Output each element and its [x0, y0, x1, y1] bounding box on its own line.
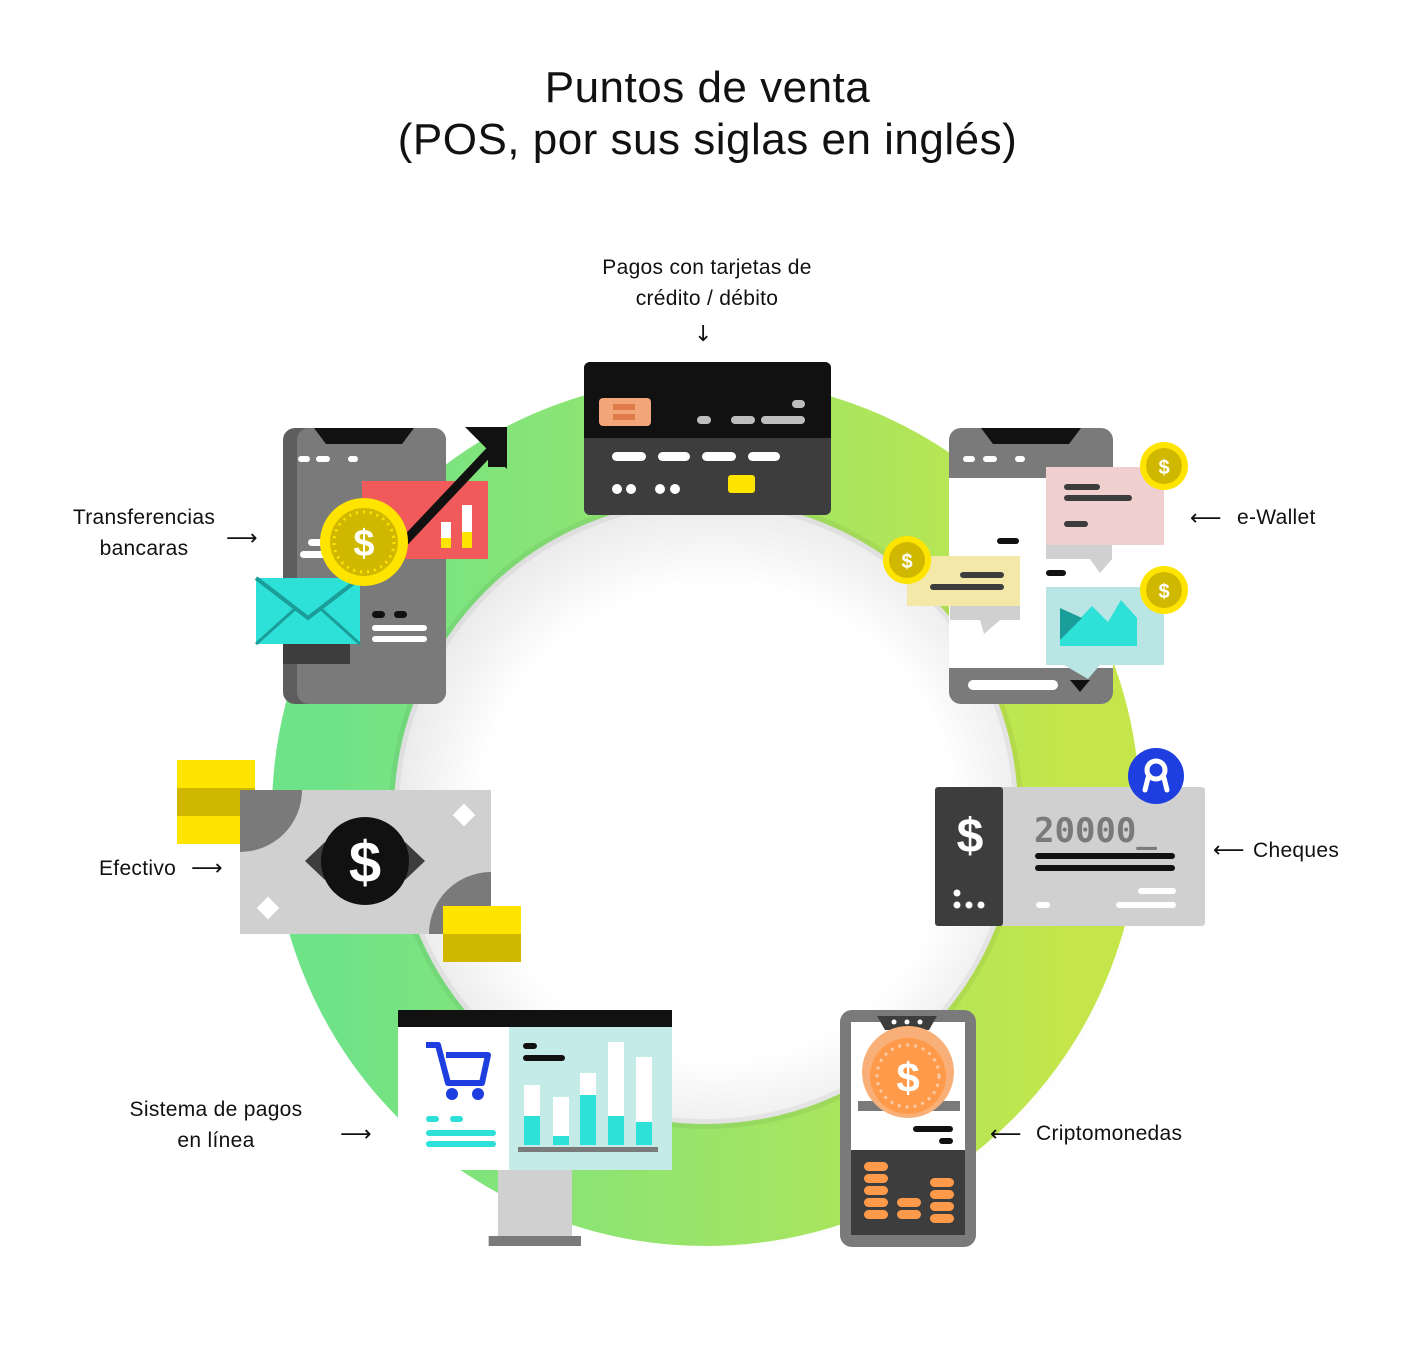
label-bank-transfers: Transferencias bancaras: [52, 502, 236, 564]
label-crypto: Criptomonedas: [1036, 1122, 1183, 1145]
title-line-1: Puntos de venta: [544, 63, 871, 112]
coin-dollar-glyph: $: [901, 551, 912, 573]
coin-icon: $: [320, 498, 408, 586]
label-card-payments-line-1: Pagos con tarjetas de: [602, 256, 812, 279]
label-bank-transfers-line-1: Transferencias: [72, 506, 216, 529]
cart-icon: [426, 1042, 491, 1100]
crypto-dollar-glyph: $: [896, 1054, 919, 1101]
monitor-cart-icon: [398, 1010, 672, 1246]
cheque-dollar-glyph: $: [957, 810, 984, 863]
coin-dollar-glyph: $: [1158, 581, 1169, 603]
page-title: Puntos de venta (POS, por sus siglas en …: [0, 62, 1415, 166]
coin-icon: $: [883, 536, 931, 584]
label-cheques: Cheques: [1253, 839, 1340, 862]
label-online-payments-line-2: en línea: [177, 1129, 255, 1152]
coin-stack-icon: [864, 1162, 954, 1223]
label-online-payments-line-1: Sistema de pagos: [129, 1098, 303, 1121]
label-card-payments: Pagos con tarjetas de crédito / débito: [572, 252, 842, 314]
arrow-right-icon: ⟶: [191, 856, 223, 881]
coin-icon: $: [1140, 566, 1188, 614]
label-ewallet: e-Wallet: [1237, 506, 1316, 529]
arrow-right-icon: ⟶: [340, 1122, 372, 1147]
title-line-2: (POS, por sus siglas en inglés): [397, 115, 1018, 164]
label-online-payments: Sistema de pagos en línea: [110, 1094, 322, 1156]
ribbon-badge-icon: [1128, 748, 1184, 804]
label-cash: Efectivo: [99, 857, 177, 880]
banknote-icon: $: [177, 760, 521, 962]
phone-transfer-icon: $: [254, 427, 507, 704]
label-bank-transfers-line-2: bancaras: [99, 537, 189, 560]
arrow-left-icon: ⟵: [990, 1122, 1022, 1147]
credit-card-icon: [584, 362, 831, 515]
arrow-left-icon: ⟵: [1213, 838, 1245, 863]
coin-icon: $: [1140, 442, 1188, 490]
coin-icon: $: [862, 1026, 954, 1118]
arrow-right-icon: ⟶: [226, 526, 258, 551]
arrow-down-icon: ↓: [694, 322, 713, 347]
coin-dollar-glyph: $: [1158, 457, 1169, 479]
label-card-payments-line-2: crédito / débito: [635, 287, 779, 310]
cheque-amount: 20000_: [1034, 811, 1157, 851]
cheque-icon: $ 20000_: [935, 748, 1205, 926]
phone-wallet-icon: $ $ $: [883, 428, 1188, 704]
cash-dollar-glyph: $: [349, 830, 381, 895]
arrow-left-icon: ⟵: [1190, 506, 1222, 531]
coin-dollar-glyph: $: [353, 523, 374, 565]
phone-crypto-icon: $: [840, 1010, 976, 1247]
